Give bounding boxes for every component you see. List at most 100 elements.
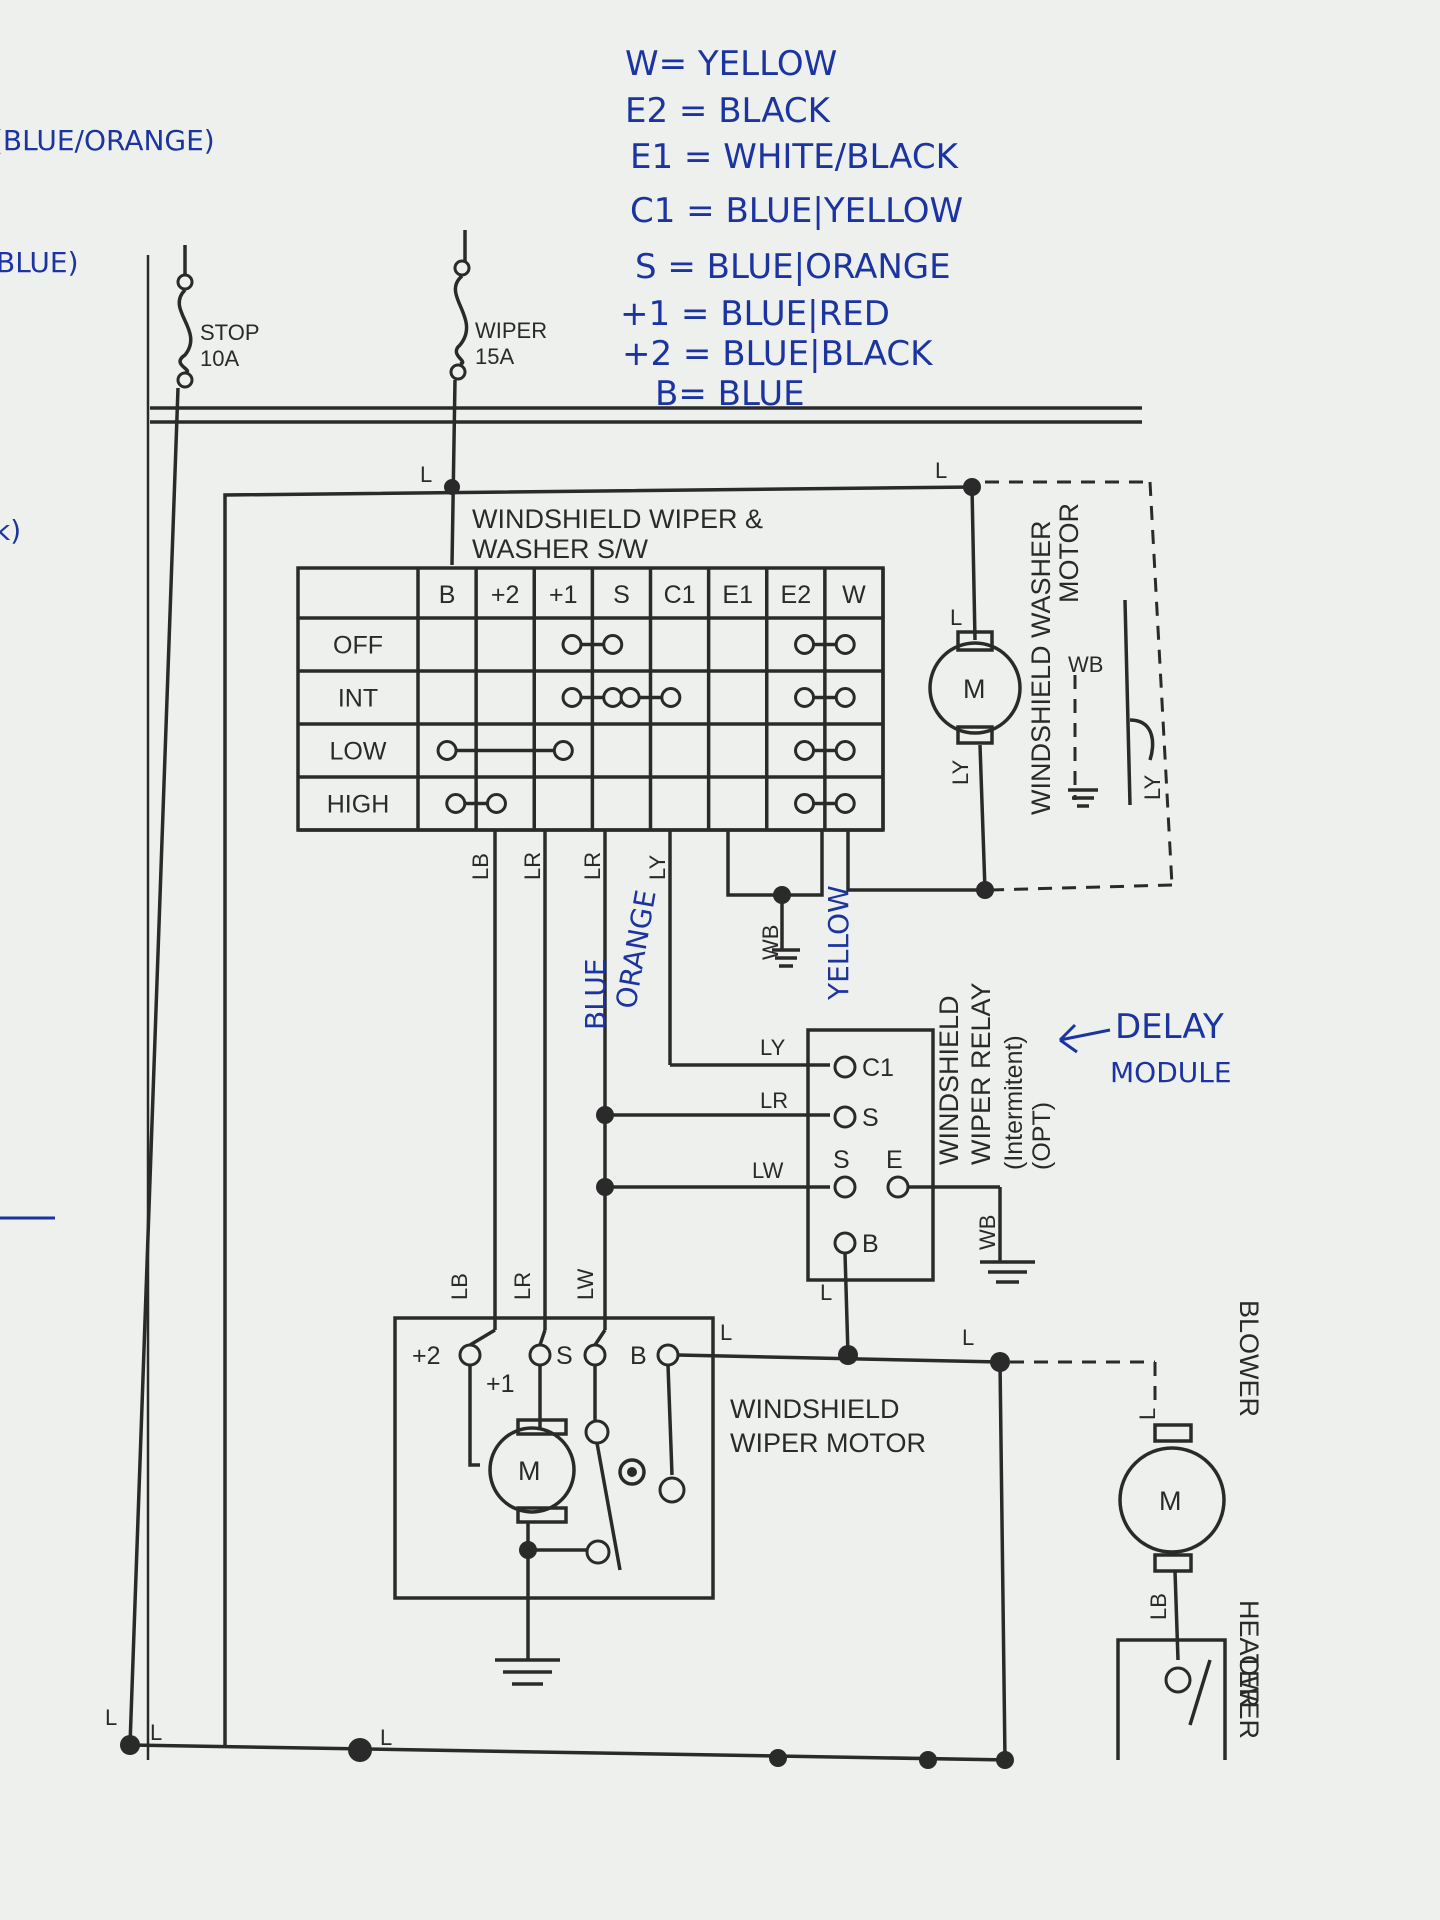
washer-motor: M LY L WINDSHIELD WASHER MOTOR WB LY (928, 480, 1174, 892)
ground-symbol (1068, 788, 1098, 808)
margin-note: BLUE) (0, 246, 79, 279)
fuse-name: WIPER (475, 318, 547, 343)
junction-dot (838, 1345, 858, 1365)
junction-dot (596, 1178, 614, 1196)
arrow-icon (1058, 1023, 1111, 1054)
motor-terminal (528, 1343, 552, 1367)
wire-label: LB (447, 1273, 472, 1300)
switch-contact (445, 793, 467, 814)
switch-row-label: OFF (333, 632, 383, 660)
motor-body (928, 641, 1022, 735)
switch-contact (436, 740, 458, 761)
cam-contact (584, 1419, 610, 1445)
fuse-wiper: WIPER 15A L (420, 230, 547, 566)
wire-label: L (820, 1280, 832, 1305)
motor-title: WINDSHIELD WASHER (1026, 520, 1056, 815)
switch-contact (794, 687, 816, 708)
junction-dot (348, 1738, 372, 1762)
switch-row-label: LOW (330, 738, 387, 766)
relay-terminal (833, 1231, 857, 1255)
switch-column-header: E2 (781, 581, 812, 609)
switch-contact (552, 740, 574, 761)
wiper-motor-box (393, 1316, 715, 1600)
switch-contact (561, 634, 583, 655)
ground-symbol (980, 1260, 1035, 1284)
motor-terminal (516, 1506, 568, 1524)
motor-title: WINDSHIELD (730, 1394, 900, 1424)
wiper-relay: C1 S S E B LY LR LW WB L WINDSHIELD WIPE… (752, 982, 1056, 1356)
wire-label: L (962, 1325, 974, 1350)
switch-column-header: +1 (549, 581, 578, 609)
wire-label: LW (573, 1268, 598, 1300)
legend-line: S = BLUE|ORANGE (635, 247, 951, 287)
junction-dot (773, 886, 791, 904)
legend-line: +2 = BLUE|BLACK (622, 334, 934, 374)
relay-terminal-label: S (862, 1104, 879, 1132)
switch-column-header: +2 (491, 581, 520, 609)
wire-label: L (150, 1720, 162, 1745)
switch-contact (794, 740, 816, 761)
motor-symbol: M (1159, 1486, 1182, 1516)
feed-line: L (223, 458, 981, 1745)
terminal-label: B (630, 1342, 647, 1370)
wire-label: L (420, 462, 432, 487)
motor-title: MOTOR (1054, 503, 1084, 603)
blower-title: HEATER (1234, 1600, 1264, 1708)
wire-label: LY (760, 1035, 786, 1060)
switch-row-label: INT (338, 685, 378, 713)
legend-line: +1 = BLUE|RED (620, 294, 890, 334)
cam-contact (585, 1539, 611, 1565)
junction-dot (596, 1106, 614, 1124)
fuse-rating: 10A (200, 346, 239, 371)
motor-terminal (583, 1343, 607, 1367)
wire-label: LB (468, 853, 493, 880)
switch-contact (561, 687, 583, 708)
legend-line: W= YELLOW (625, 44, 837, 84)
blower-switch-label: OWER (1234, 1655, 1264, 1739)
bottom-bus: L L L (105, 1705, 1014, 1769)
switch-column-header: C1 (664, 581, 696, 609)
switch-contact (834, 793, 856, 814)
cam-icon (618, 1458, 646, 1486)
delay-note: DELAY (1115, 1007, 1224, 1047)
switch-contact (660, 687, 682, 708)
wire-label: LR (580, 852, 605, 880)
terminal-label: S (556, 1342, 573, 1370)
fuse-terminal (176, 273, 194, 291)
switch-contact (794, 634, 816, 655)
motor-terminal (656, 1343, 680, 1367)
switch-column-header: E1 (722, 581, 753, 609)
wire-label: WB (975, 1215, 1000, 1250)
junction-dot (120, 1735, 140, 1755)
fuse-terminal (176, 371, 194, 389)
switch-contact (1164, 1666, 1192, 1694)
motor-body (1118, 1446, 1226, 1554)
motor-terminal (956, 725, 994, 745)
relay-box (806, 1028, 935, 1282)
fuse-terminal (453, 259, 471, 277)
relay-title: WIPER RELAY (966, 982, 996, 1165)
power-bus (146, 255, 1142, 1760)
switch-column-header: B (439, 581, 456, 609)
blower-title: BLOWER (1234, 1300, 1264, 1417)
motor-terminal (956, 630, 994, 652)
switch-column-header: W (842, 581, 866, 609)
relay-title: WINDSHIELD (934, 995, 964, 1165)
relay-title: (Intermitent) (1000, 1035, 1028, 1170)
switch-contact (834, 740, 856, 761)
switch-column-header: S (613, 581, 630, 609)
relay-terminal-label: C1 (862, 1054, 894, 1082)
wire-label: LY (1140, 774, 1165, 800)
motor-b-line: L L (677, 1320, 1157, 1761)
wire-label: L (950, 605, 962, 630)
motor-body (488, 1426, 576, 1514)
legend-line: C1 = BLUE|YELLOW (630, 191, 963, 231)
wire-label: L (105, 1705, 117, 1730)
relay-terminal-label: S (833, 1146, 850, 1174)
wire-label: L (380, 1725, 392, 1750)
wire-note: ORANGE (609, 887, 662, 1011)
wire-label: LY (645, 854, 670, 880)
wire-label: WB (758, 925, 783, 960)
